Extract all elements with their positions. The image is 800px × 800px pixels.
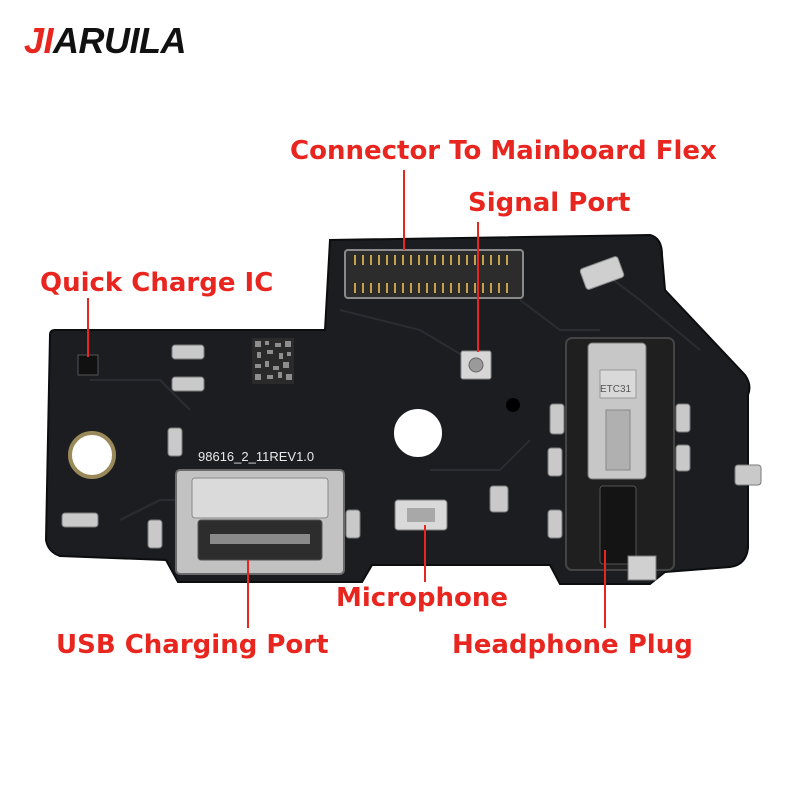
leader-lines [87, 170, 606, 628]
label-headphone-plug: Headphone Plug [452, 630, 693, 660]
smd-components [61, 344, 762, 549]
brand-logo: JIARUILA [24, 20, 187, 62]
label-microphone: Microphone [336, 583, 509, 613]
brand-logo-prefix: JI [24, 20, 54, 61]
connector-pins [354, 255, 508, 293]
label-usb-charging-port: USB Charging Port [56, 630, 329, 660]
silkscreen-text: 98616_2_11REV1.0 [198, 449, 314, 464]
screw-hole-center [392, 407, 444, 459]
quick-charge-ic [77, 354, 99, 376]
brand-logo-rest: ARUILA [53, 20, 187, 61]
tiny-hole [506, 398, 520, 412]
metal-shield-small [579, 256, 625, 290]
label-quick-charge-ic: Quick Charge IC [40, 268, 274, 298]
signal-port-center [468, 357, 484, 373]
label-signal-port: Signal Port [468, 188, 631, 218]
label-connector: Connector To Mainboard Flex [290, 136, 717, 166]
jack-marking: ETC31 [600, 384, 632, 395]
screw-hole-left [68, 431, 116, 479]
qr-code [252, 338, 294, 384]
